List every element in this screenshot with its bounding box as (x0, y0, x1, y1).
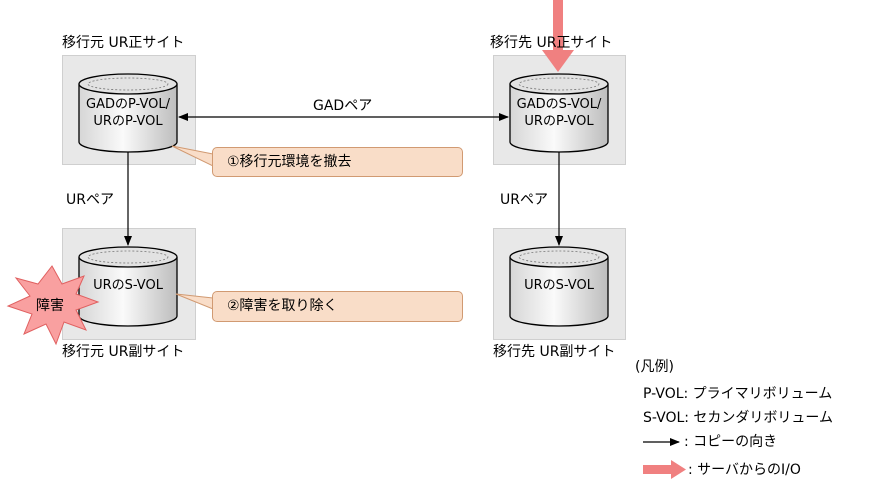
src-secondary-volume-cylinder (78, 246, 178, 327)
legend-pvol: P-VOL: プライマリボリューム (643, 386, 833, 402)
dst-secondary-site-label: 移行先 UR副サイト (493, 344, 616, 360)
callout-step1: ①移行元環境を撤去 (212, 147, 463, 177)
callout-step1-tail (171, 145, 214, 167)
failure-burst-icon (6, 265, 100, 346)
dst-secondary-volume-cylinder (509, 246, 609, 327)
gad-pair-label: GADペア (313, 98, 373, 114)
src-primary-volume-line1: GADのP-VOL/ (86, 97, 170, 112)
src-secondary-site-label: 移行元 UR副サイト (62, 344, 185, 360)
dst-primary-volume-line1: GADのS-VOL/ (516, 97, 602, 112)
failure-label: 障害 (36, 298, 64, 314)
src-primary-site-label: 移行元 UR正サイト (62, 35, 185, 51)
server-io-arrow (542, 0, 574, 72)
legend-copy-label: : コピーの向き (684, 434, 778, 450)
ur-pair-left-label: URペア (66, 192, 114, 208)
dst-primary-volume-label: GADのS-VOL/ URのP-VOL (510, 96, 608, 130)
dst-primary-site-label: 移行先 UR正サイト (490, 35, 613, 51)
src-primary-volume-line2: URのP-VOL (93, 114, 163, 129)
legend-io-arrow (643, 460, 686, 479)
legend-svol: S-VOL: セカンダリボリューム (643, 410, 834, 426)
ur-pair-right-label: URペア (500, 192, 548, 208)
dst-secondary-volume-label: URのS-VOL (524, 278, 594, 293)
callout-step2-tail (175, 293, 214, 310)
dst-primary-volume-line2: URのP-VOL (524, 114, 594, 129)
callout-step2: ②障害を取り除く (212, 291, 463, 322)
src-primary-volume-cylinder (78, 73, 178, 153)
src-primary-volume-label: GADのP-VOL/ URのP-VOL (79, 96, 177, 130)
legend-io-label: : サーバからのI/O (688, 462, 801, 478)
dst-primary-volume-cylinder (509, 73, 609, 153)
legend-title: (凡例) (635, 359, 674, 375)
src-secondary-volume-label: URのS-VOL (93, 278, 163, 293)
